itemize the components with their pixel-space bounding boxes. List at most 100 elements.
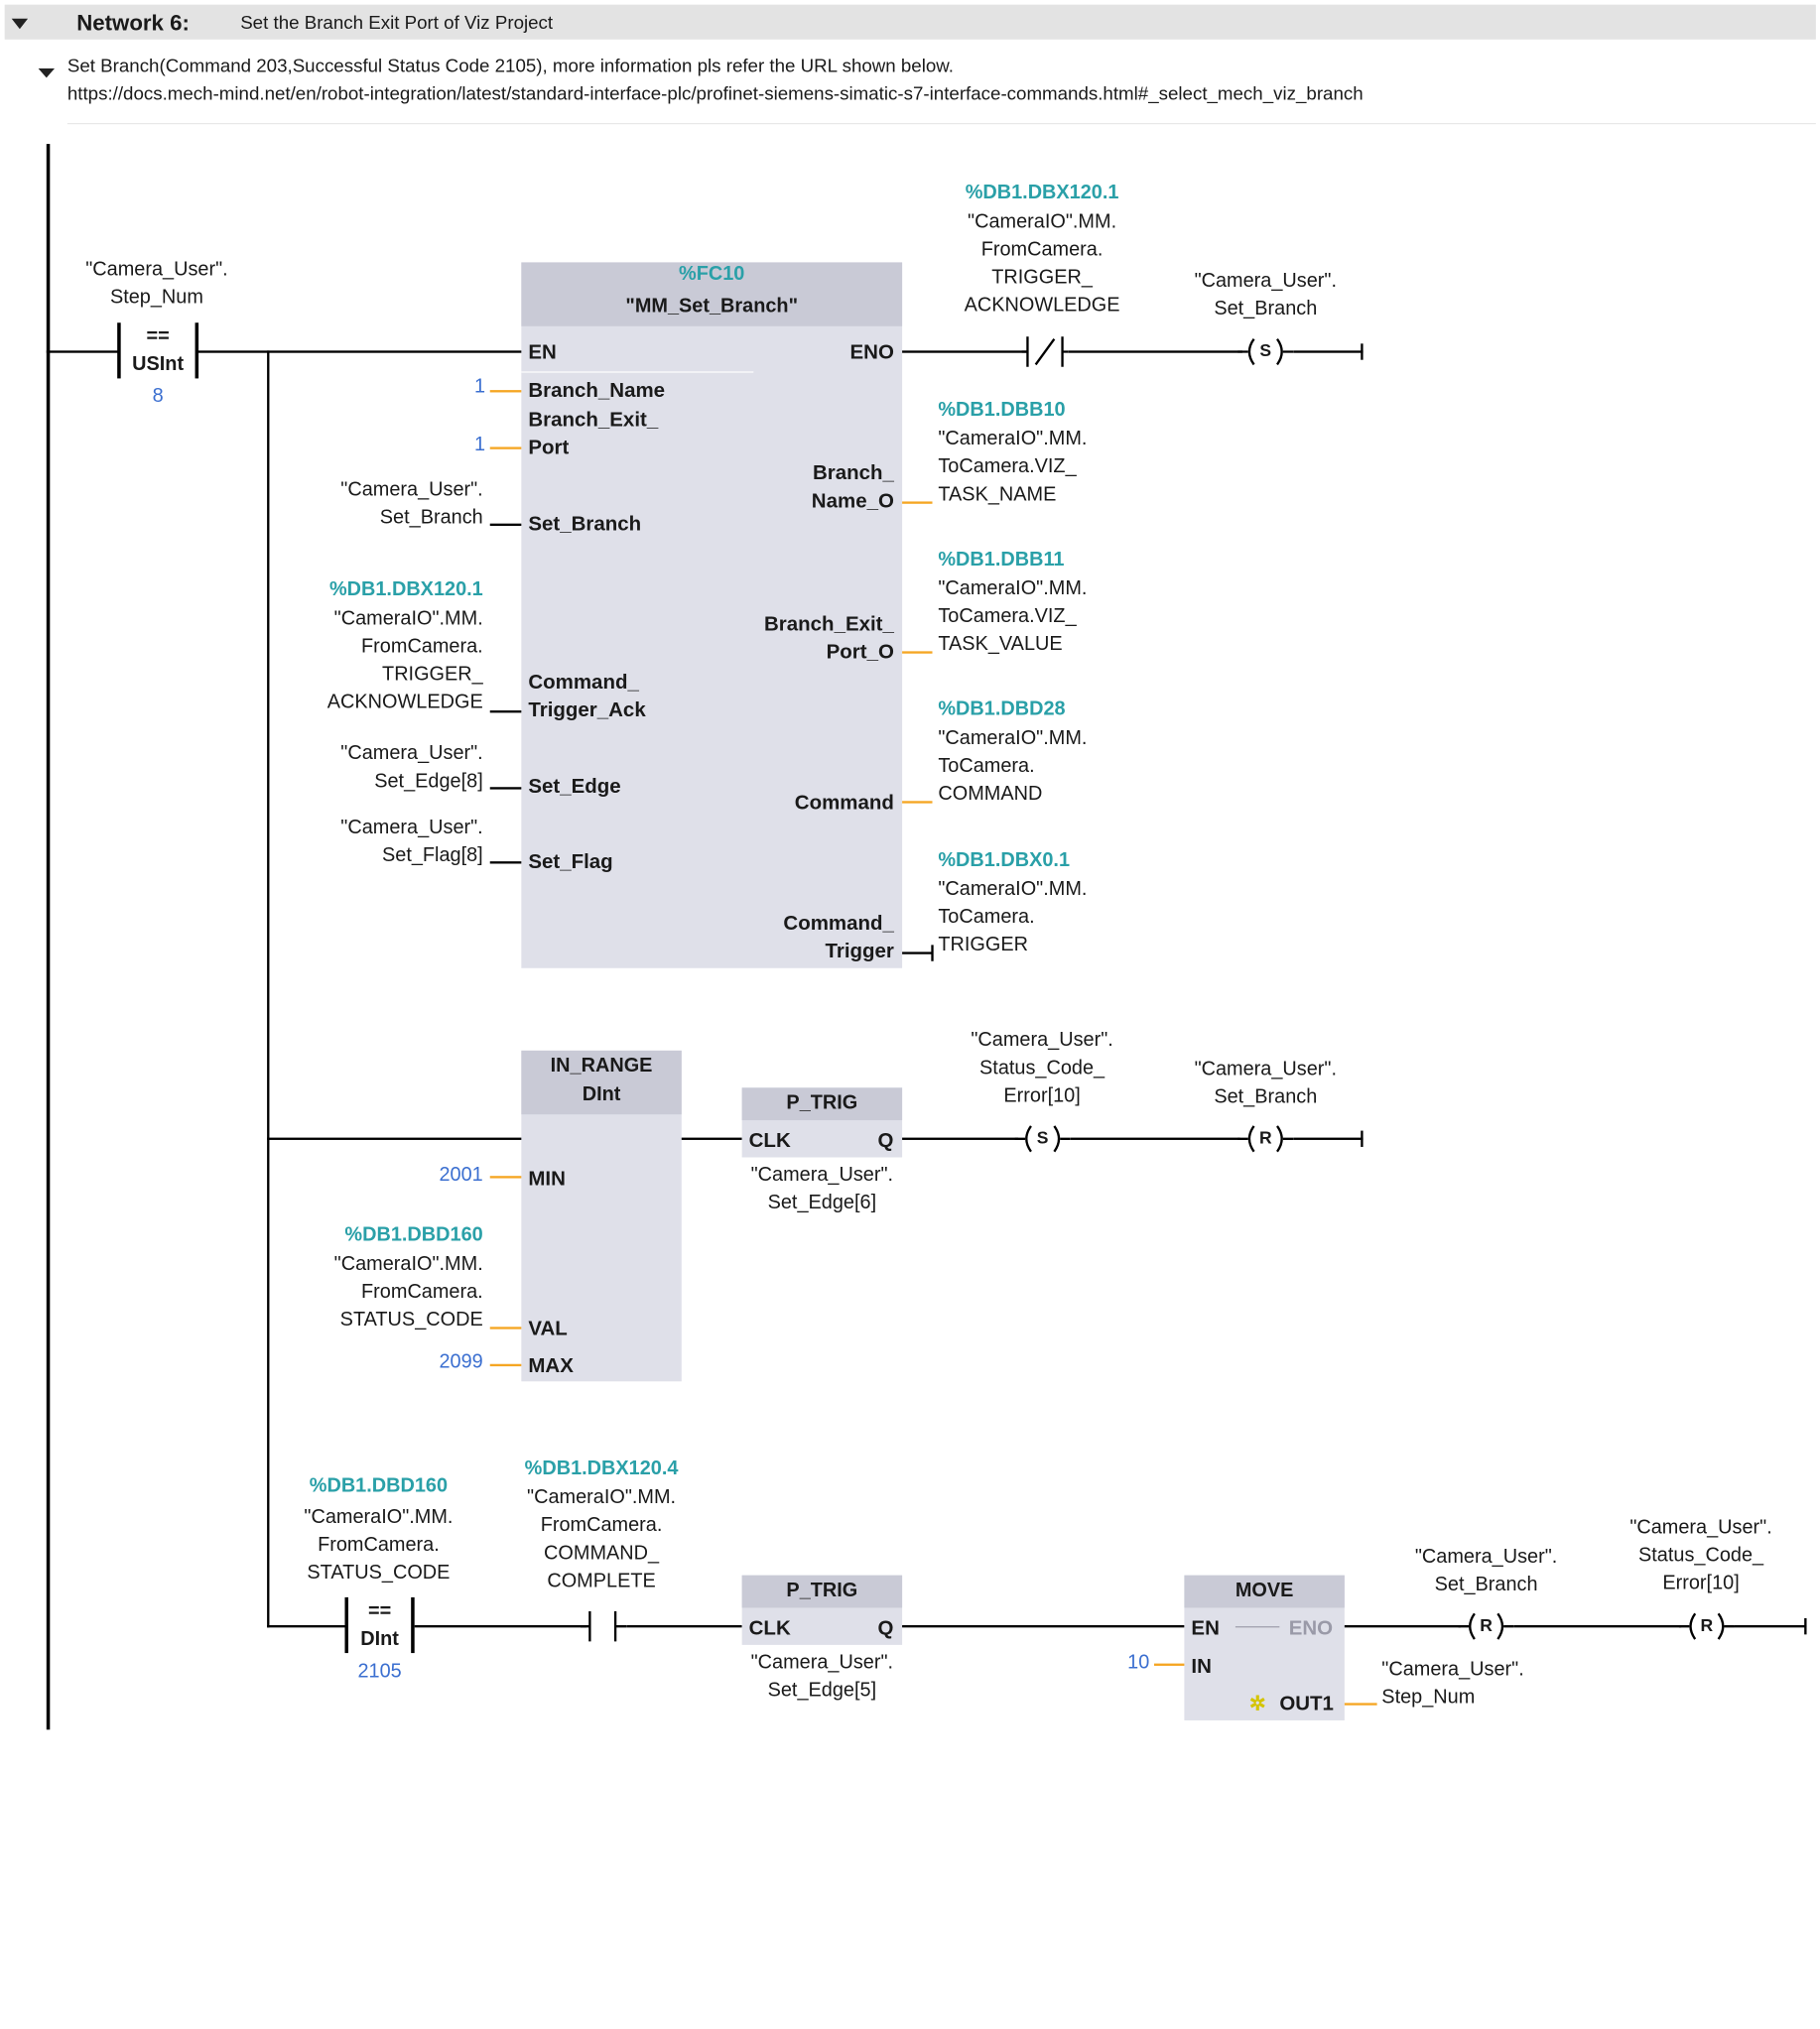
pin-branch-name-o-line1: Branch_	[812, 460, 894, 484]
nc-contact-tag[interactable]: FromCamera.	[980, 237, 1104, 261]
reset-coil-icon[interactable]	[1458, 1611, 1514, 1641]
out-bepo-tag[interactable]: TASK_VALUE	[938, 632, 1063, 655]
comment-divider	[66, 123, 1816, 125]
in-set-edge-tag[interactable]: "Camera_User".	[340, 741, 483, 764]
p-trig-1-tag[interactable]: "Camera_User".	[750, 1163, 894, 1186]
reset-coil4-tag[interactable]: Error[10]	[1662, 1572, 1740, 1594]
no-contact-tag[interactable]: FromCamera.	[540, 1513, 663, 1536]
comment-collapse-icon[interactable]	[38, 68, 55, 78]
set-coil2-tag[interactable]: Status_Code_	[979, 1056, 1105, 1078]
out-bepo-tag[interactable]: "CameraIO".MM.	[938, 576, 1088, 599]
pin-branch-exit-line1: Branch_Exit_	[528, 407, 659, 432]
out-bno-tag[interactable]: ToCamera.VIZ_	[938, 454, 1077, 477]
nc-contact-tag[interactable]: TRIGGER_	[991, 265, 1093, 289]
in-cmd-ack-tag[interactable]: TRIGGER_	[382, 663, 483, 686]
move-in-value[interactable]: 10	[1127, 1650, 1150, 1673]
in-range-val-tag[interactable]: FromCamera.	[361, 1280, 483, 1303]
fc-name[interactable]: "MM_Set_Branch"	[625, 295, 799, 317]
cmp3-value[interactable]: 2105	[357, 1660, 402, 1683]
fc-mm-set-branch-block[interactable]	[521, 262, 903, 968]
in-set-branch-tag[interactable]: "Camera_User".	[340, 478, 483, 501]
out-ctrig-tag[interactable]: TRIGGER	[938, 933, 1028, 955]
normally-closed-contact-icon[interactable]	[1021, 334, 1069, 369]
network-comment-line2[interactable]: https://docs.mech-mind.net/en/robot-inte…	[66, 84, 1364, 105]
in-range-val-tag[interactable]: "CameraIO".MM.	[333, 1252, 483, 1275]
out-ctrig-address[interactable]: %DB1.DBX0.1	[938, 848, 1071, 871]
add-output-star-icon[interactable]: ✲	[1248, 1692, 1266, 1715]
in-cmd-ack-tag[interactable]: "CameraIO".MM.	[333, 606, 483, 630]
reset-coil-icon[interactable]	[1678, 1611, 1735, 1641]
network-header[interactable]: Network 6: Set the Branch Exit Port of V…	[4, 4, 1816, 40]
reset-coil2-tag[interactable]: Set_Branch	[1214, 1084, 1318, 1108]
in-set-flag-tag[interactable]: Set_Flag[8]	[381, 843, 483, 866]
in-range-type[interactable]: DInt	[582, 1082, 621, 1105]
out-bno-address[interactable]: %DB1.DBB10	[938, 398, 1066, 421]
set-coil1-symbol: S	[1259, 340, 1272, 361]
p-trig-1-tag[interactable]: Set_Edge[6]	[767, 1191, 877, 1213]
no-contact-tag[interactable]: COMPLETE	[547, 1569, 656, 1592]
cmp3-address[interactable]: %DB1.DBD160	[309, 1473, 449, 1497]
reset-coil4-tag[interactable]: Status_Code_	[1638, 1544, 1764, 1567]
set-coil2-tag[interactable]: "Camera_User".	[971, 1028, 1113, 1051]
cmp1-type: USInt	[132, 352, 185, 375]
reset-coil2-symbol: R	[1258, 1128, 1272, 1149]
out-ctrig-tag[interactable]: ToCamera.	[938, 905, 1035, 928]
out-bepo-tag[interactable]: ToCamera.VIZ_	[938, 604, 1077, 627]
network-description[interactable]: Set the Branch Exit Port of Viz Project	[240, 14, 554, 34]
set-coil1-tag[interactable]: Set_Branch	[1214, 297, 1318, 319]
set-coil1-tag[interactable]: "Camera_User".	[1194, 269, 1338, 292]
in-range-max-value[interactable]: 2099	[439, 1349, 483, 1372]
in-range-min-value[interactable]: 2001	[439, 1163, 483, 1186]
in-set-branch-tag[interactable]: Set_Branch	[379, 506, 483, 529]
set-coil2-tag[interactable]: Error[10]	[1003, 1083, 1081, 1107]
in-range-val-tag[interactable]: STATUS_CODE	[339, 1308, 483, 1331]
in-set-edge-tag[interactable]: Set_Edge[8]	[374, 769, 483, 792]
normally-open-contact-icon[interactable]	[581, 1609, 627, 1644]
move-out-tag[interactable]: "Camera_User".	[1381, 1657, 1524, 1680]
out-ctrig-tag[interactable]: "CameraIO".MM.	[938, 877, 1088, 900]
out-command-tag[interactable]: "CameraIO".MM.	[938, 726, 1088, 749]
cmp3-tag[interactable]: "CameraIO".MM.	[304, 1505, 454, 1528]
cmp1-value[interactable]: 8	[152, 384, 164, 407]
p-trig-block-2[interactable]	[741, 1575, 903, 1645]
nc-contact-tag[interactable]: ACKNOWLEDGE	[964, 294, 1120, 317]
p-trig-2-tag[interactable]: Set_Edge[5]	[767, 1678, 877, 1702]
reset-coil3-tag[interactable]: "Camera_User".	[1414, 1545, 1558, 1568]
in-set-flag-tag[interactable]: "Camera_User".	[340, 816, 483, 838]
no-contact-address[interactable]: %DB1.DBX120.4	[524, 1457, 679, 1479]
collapse-triangle-icon[interactable]	[11, 18, 29, 30]
reset-coil4-tag[interactable]: "Camera_User".	[1629, 1516, 1772, 1539]
no-contact-tag[interactable]: COMMAND_	[544, 1541, 660, 1564]
nc-contact-tag[interactable]: "CameraIO".MM.	[968, 209, 1117, 232]
out-bepo-address[interactable]: %DB1.DBB11	[938, 548, 1065, 571]
wire	[46, 350, 119, 353]
cmp3-tag[interactable]: FromCamera.	[318, 1533, 440, 1556]
network-label: Network 6:	[76, 11, 190, 37]
out-command-tag[interactable]: ToCamera.	[938, 754, 1035, 777]
move-block[interactable]	[1184, 1575, 1345, 1720]
no-contact-tag[interactable]: "CameraIO".MM.	[527, 1485, 677, 1508]
set-coil-icon[interactable]	[1014, 1124, 1071, 1154]
set-coil-icon[interactable]	[1237, 336, 1294, 366]
in-range-block[interactable]	[521, 1050, 682, 1382]
out-bno-tag[interactable]: "CameraIO".MM.	[938, 427, 1088, 449]
out-bno-tag[interactable]: TASK_NAME	[938, 482, 1057, 505]
reset-coil-icon[interactable]	[1237, 1124, 1294, 1154]
p-trig-2-tag[interactable]: "Camera_User".	[750, 1650, 894, 1673]
in-branch-name-value[interactable]: 1	[473, 374, 486, 398]
in-cmd-ack-tag[interactable]: FromCamera.	[361, 634, 483, 658]
nc-contact-address[interactable]: %DB1.DBX120.1	[965, 181, 1119, 203]
out-command-tag[interactable]: COMMAND	[938, 782, 1043, 805]
in-cmd-ack-address[interactable]: %DB1.DBX120.1	[328, 577, 483, 600]
move-out-tag[interactable]: Step_Num	[1381, 1685, 1476, 1709]
out-command-address[interactable]: %DB1.DBD28	[938, 697, 1066, 720]
reset-coil2-tag[interactable]: "Camera_User".	[1194, 1057, 1338, 1080]
cmp3-tag[interactable]: STATUS_CODE	[307, 1561, 451, 1584]
p-trig-block-1[interactable]	[741, 1087, 903, 1158]
in-range-val-address[interactable]: %DB1.DBD160	[344, 1223, 483, 1246]
in-branch-exit-value[interactable]: 1	[473, 433, 486, 455]
in-cmd-ack-tag[interactable]: ACKNOWLEDGE	[326, 691, 483, 713]
pin-set-edge: Set_Edge	[528, 774, 621, 798]
network-comment-line1[interactable]: Set Branch(Command 203,Successful Status…	[66, 57, 954, 77]
reset-coil3-tag[interactable]: Set_Branch	[1434, 1573, 1538, 1595]
